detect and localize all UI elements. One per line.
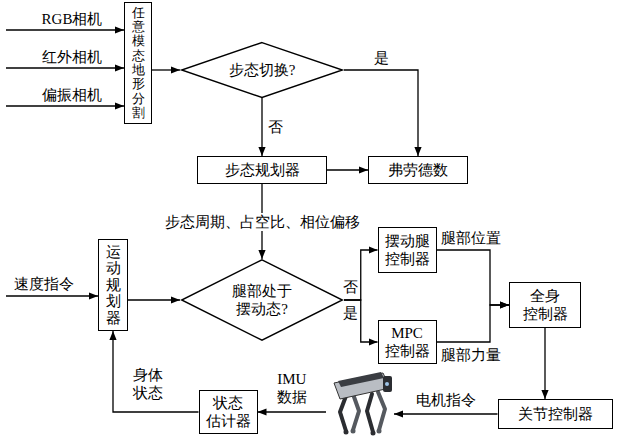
signal-arrow	[6, 67, 124, 68]
signal-label: RGB相机	[40, 10, 105, 28]
signal-label: 偏振相机	[40, 86, 104, 104]
robot-dog	[334, 372, 392, 436]
connector	[327, 169, 368, 170]
signal-label: IMU 数据	[275, 370, 309, 406]
process-box: 步态规划器	[197, 156, 327, 184]
edge-label: 步态周期、占空比、相位偏移	[163, 213, 362, 231]
signal-label: 速度指令	[12, 275, 76, 293]
node-text: 步态规划器	[225, 161, 300, 179]
decision-diamond: 步态切换?	[180, 42, 344, 98]
process-box: MPC 控制器	[378, 320, 437, 364]
connector	[128, 299, 180, 300]
vertical-process-box: 运动规划器	[98, 239, 128, 331]
node-text: MPC 控制器	[385, 324, 430, 360]
diamond-shape	[182, 43, 343, 98]
node-text: 摆动腿 控制器	[385, 232, 430, 268]
connector	[437, 305, 510, 342]
edge-label: 否	[266, 118, 285, 136]
process-box: 关节控制器	[498, 399, 613, 429]
connector	[152, 69, 180, 70]
edge-label: 是	[341, 304, 360, 322]
connector	[437, 250, 510, 305]
decision-diamond: 腿部处于 摆动态?	[180, 259, 344, 341]
signal-label: 红外相机	[40, 48, 104, 66]
connector	[544, 328, 545, 399]
connector	[344, 70, 418, 156]
signal-arrow	[6, 295, 98, 296]
edge-label: 身体 状态	[131, 366, 165, 402]
signal-arrow	[6, 29, 124, 30]
node-text: 全身 控制器	[523, 287, 568, 323]
diamond-outline	[180, 259, 344, 341]
signal-label: 电机指令	[414, 391, 478, 409]
process-box: 全身 控制器	[509, 282, 581, 328]
node-text: 步态切换?	[229, 61, 296, 79]
diamond-shape	[182, 260, 343, 340]
node-text: 腿部处于 摆动态?	[232, 282, 292, 318]
process-box: 状态 估计器	[199, 390, 258, 434]
edge-label: 腿部力量	[439, 346, 503, 364]
signal-arrow	[6, 105, 124, 106]
node-text: 关节控制器	[518, 405, 593, 423]
connector	[113, 331, 199, 412]
signal-arrow	[394, 413, 498, 414]
vertical-process-box: 任意模态地形分割	[124, 2, 152, 124]
process-box: 弗劳德数	[368, 156, 468, 184]
edge-label: 是	[372, 49, 391, 67]
node-text: 运动规划器	[106, 244, 121, 327]
node-text: 弗劳德数	[388, 161, 448, 179]
edge-label: 腿部位置	[439, 229, 503, 247]
signal-arrow	[258, 411, 327, 412]
node-text: 状态 估计器	[206, 394, 251, 430]
connector	[261, 98, 262, 156]
edge-label: 否	[341, 278, 360, 296]
node-text: 任意模态地形分割	[132, 6, 145, 120]
process-box: 摆动腿 控制器	[378, 227, 437, 273]
